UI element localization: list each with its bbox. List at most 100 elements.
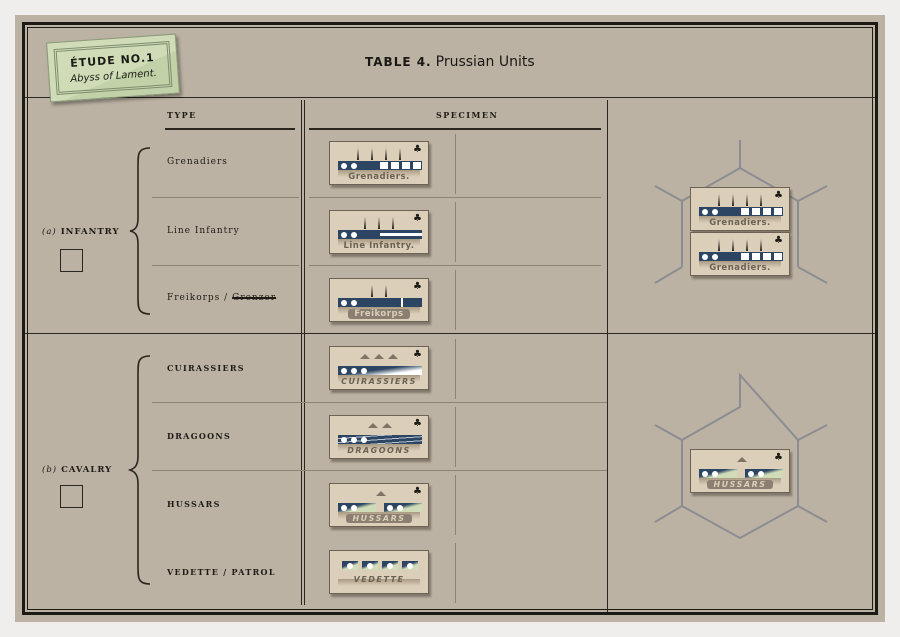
counter-label-text: Grenadiers.	[709, 218, 771, 228]
cell-divider	[455, 202, 456, 262]
unit-dot	[702, 470, 708, 477]
unit-bar	[402, 561, 418, 570]
spike-mark	[746, 239, 748, 251]
counter-label: HUSSARS	[330, 514, 428, 523]
table-frame	[22, 22, 878, 615]
counter-label-text: VEDETTE	[353, 575, 405, 584]
white-square	[741, 253, 749, 260]
unit-dot	[351, 231, 357, 238]
struck-text: Grenzer	[232, 293, 277, 303]
category-divider	[25, 333, 875, 334]
rank-triangle	[737, 457, 747, 462]
row-divider	[152, 197, 299, 198]
unit-counter[interactable]: ♣ HUSSARS	[329, 483, 429, 527]
counter-shadow	[699, 261, 781, 268]
unit-dot	[351, 504, 357, 511]
white-square	[774, 208, 782, 215]
white-square	[752, 208, 760, 215]
counter-label: Grenadiers.	[691, 218, 789, 228]
cell-divider	[455, 475, 456, 535]
unit-dot	[397, 504, 403, 511]
unit-counter[interactable]: ♣CUIRASSIERS	[329, 346, 429, 390]
spike-mark	[364, 217, 366, 229]
rank-triangle	[368, 423, 378, 428]
unit-dot	[387, 562, 393, 569]
counter-shadow	[699, 216, 781, 223]
unit-dot	[702, 208, 708, 215]
counter-label-text: DRAGOONS	[347, 446, 411, 455]
counter-label: DRAGOONS	[330, 446, 428, 455]
club-icon: ♣	[413, 144, 422, 155]
counter-shadow	[338, 239, 420, 246]
unit-counter[interactable]: ♣Grenadiers.	[690, 187, 790, 231]
unit-counter[interactable]: ♣Grenadiers.	[329, 141, 429, 185]
unit-bar	[699, 469, 737, 478]
counter-label: HUSSARS	[691, 480, 789, 489]
unit-dot	[341, 367, 347, 374]
column-divider	[304, 100, 305, 605]
unit-counter[interactable]: ♣ HUSSARS	[690, 449, 790, 493]
unit-counter[interactable]: VEDETTE	[329, 550, 429, 594]
cell-divider	[455, 134, 456, 194]
white-square	[380, 162, 388, 169]
unit-dot	[341, 299, 347, 306]
category-infantry: (a)INFANTRY	[42, 227, 120, 237]
spike-mark	[760, 239, 762, 251]
unit-counter[interactable]: ♣Line Infantry.	[329, 210, 429, 254]
cell-divider	[455, 339, 456, 399]
category-letter: (a)	[42, 227, 57, 237]
spike-mark	[378, 217, 380, 229]
unit-dot	[351, 299, 357, 306]
unit-bar	[362, 561, 378, 570]
white-square	[741, 208, 749, 215]
table-title: Prussian Units	[435, 54, 535, 70]
spike-mark	[718, 239, 720, 251]
counter-label: Freikorps	[330, 309, 428, 319]
unit-dot	[341, 504, 347, 511]
cell-divider	[455, 543, 456, 603]
counter-shadow	[338, 444, 420, 451]
unit-dot	[407, 562, 413, 569]
unit-dot	[351, 162, 357, 169]
page-title: TABLE 4.Prussian Units	[365, 54, 535, 70]
unit-bar	[384, 503, 422, 512]
cell-divider	[455, 270, 456, 330]
unit-dot	[758, 470, 764, 477]
cavalry-checkbox[interactable]	[60, 485, 83, 508]
type-label-cuirassiers: CUIRASSIERS	[167, 363, 245, 373]
spike-mark	[732, 194, 734, 206]
unit-dot	[351, 436, 357, 443]
unit-dot	[712, 208, 718, 215]
white-stripe	[380, 233, 422, 236]
type-label-dragoons: DRAGOONS	[167, 431, 232, 441]
unit-counter[interactable]: ♣Freikorps	[329, 278, 429, 322]
hex-infantry	[654, 140, 828, 284]
club-icon: ♣	[413, 349, 422, 360]
infantry-checkbox[interactable]	[60, 249, 83, 272]
unit-counter[interactable]: ♣Grenadiers.	[690, 232, 790, 276]
unit-counter[interactable]: ♣DRAGOONS	[329, 415, 429, 459]
cell-divider	[455, 407, 456, 467]
counter-label: Line Infantry.	[330, 241, 428, 251]
club-icon: ♣	[413, 486, 422, 497]
table-number: TABLE 4.	[365, 55, 432, 69]
type-underline	[165, 128, 295, 130]
club-icon: ♣	[774, 235, 783, 246]
spike-mark	[718, 194, 720, 206]
unit-bar	[699, 207, 783, 216]
unit-dot	[387, 504, 393, 511]
white-notch	[401, 298, 403, 307]
spike-mark	[357, 148, 359, 160]
category-name: INFANTRY	[60, 227, 120, 237]
club-icon: ♣	[774, 452, 783, 463]
spike-mark	[371, 148, 373, 160]
cavalry-brace	[128, 355, 151, 585]
rank-triangle	[388, 354, 398, 359]
unit-dot	[341, 231, 347, 238]
unit-dot	[361, 436, 367, 443]
specimen-underline	[309, 128, 601, 130]
unit-bar	[699, 252, 783, 261]
column-divider	[607, 100, 608, 612]
type-label-vedette: VEDETTE / PATROL	[167, 567, 276, 577]
